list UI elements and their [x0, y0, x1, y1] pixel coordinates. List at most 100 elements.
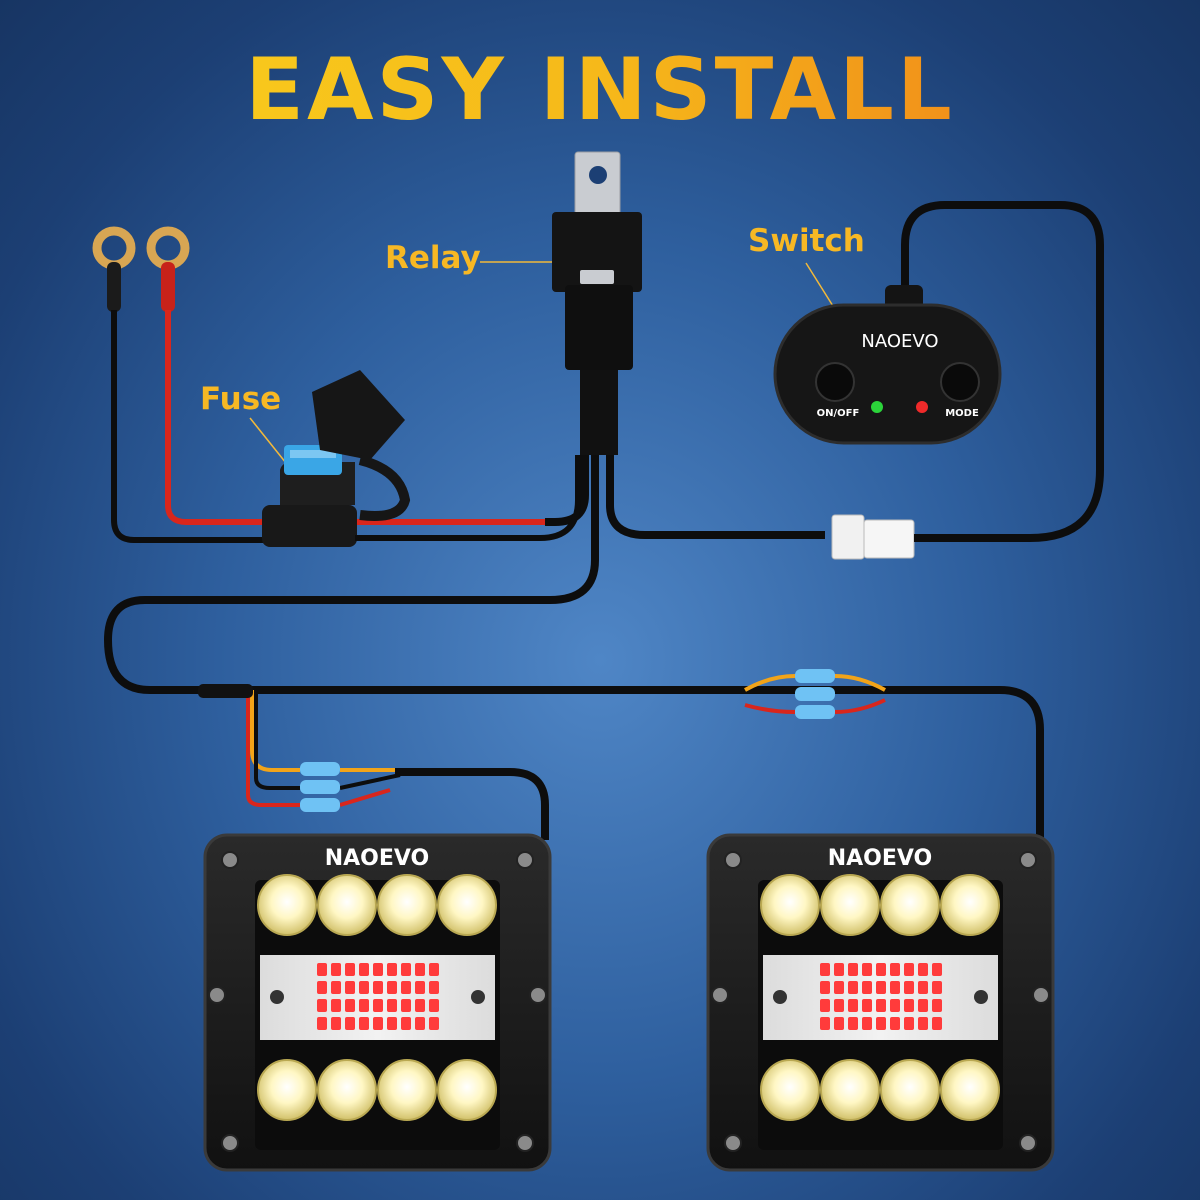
ground-wire	[355, 455, 581, 541]
white-led	[760, 874, 820, 936]
red-led	[918, 963, 928, 976]
red-led	[415, 1017, 425, 1030]
red-led	[387, 981, 397, 994]
white-led	[257, 874, 317, 936]
red-led	[820, 963, 830, 976]
red-led	[331, 1017, 341, 1030]
red-led	[834, 1017, 844, 1030]
red-led	[387, 1017, 397, 1030]
red-led	[876, 999, 886, 1012]
red-led	[848, 981, 858, 994]
white-led	[437, 874, 497, 936]
red-led	[820, 1017, 830, 1030]
red-led	[429, 999, 439, 1012]
left-splice-wires	[246, 690, 549, 840]
white-led	[880, 1059, 940, 1121]
switch-cable	[901, 201, 1104, 542]
red-led	[890, 981, 900, 994]
screw-icon	[724, 851, 742, 869]
red-led	[848, 963, 858, 976]
red-led	[359, 963, 369, 976]
switch-label: Switch	[748, 223, 865, 259]
right-splice-wires	[744, 674, 886, 714]
led-pod-light-icon: NAOEVO	[706, 833, 1055, 1172]
red-led	[373, 963, 383, 976]
red-led	[932, 981, 942, 994]
relay-label: Relay	[385, 240, 481, 276]
red-led	[876, 981, 886, 994]
white-led	[317, 1059, 377, 1121]
red-led	[834, 999, 844, 1012]
side-led	[471, 990, 485, 1004]
switch-brand: NAOEVO	[861, 331, 938, 352]
screw-icon	[516, 1134, 534, 1152]
red-led	[401, 999, 411, 1012]
red-led	[834, 963, 844, 976]
red-indicator-icon	[916, 401, 928, 413]
red-led	[401, 981, 411, 994]
red-led	[415, 963, 425, 976]
red-led	[345, 981, 355, 994]
red-led	[862, 963, 872, 976]
red-led	[317, 963, 327, 976]
red-led	[345, 999, 355, 1012]
red-led	[932, 1017, 942, 1030]
red-led	[876, 963, 886, 976]
screw-icon	[1019, 851, 1037, 869]
red-led	[904, 1017, 914, 1030]
red-led	[918, 981, 928, 994]
green-indicator-icon	[871, 401, 883, 413]
red-led	[401, 963, 411, 976]
red-led	[331, 981, 341, 994]
pod-brand: NAOEVO	[325, 846, 430, 871]
red-led	[415, 999, 425, 1012]
page-title: EASY INSTALL	[0, 40, 1200, 140]
red-led	[820, 999, 830, 1012]
white-led	[880, 874, 940, 936]
white-led	[377, 1059, 437, 1121]
red-led	[932, 999, 942, 1012]
red-led	[317, 999, 327, 1012]
red-led	[862, 1017, 872, 1030]
side-led	[773, 990, 787, 1004]
white-led	[760, 1059, 820, 1121]
red-led	[890, 963, 900, 976]
red-led	[932, 963, 942, 976]
red-led	[820, 981, 830, 994]
red-led	[373, 981, 383, 994]
battery-negative-wire	[111, 310, 270, 543]
red-led	[834, 981, 844, 994]
white-led	[940, 874, 1000, 936]
red-led	[429, 1017, 439, 1030]
screw-icon	[516, 851, 534, 869]
red-led	[415, 981, 425, 994]
red-led	[876, 1017, 886, 1030]
red-led	[848, 1017, 858, 1030]
red-led	[387, 999, 397, 1012]
harness-sleeve	[198, 684, 253, 698]
red-led	[429, 981, 439, 994]
screw-icon	[529, 986, 547, 1004]
red-led	[890, 999, 900, 1012]
red-led	[373, 999, 383, 1012]
red-led	[359, 1017, 369, 1030]
white-led	[940, 1059, 1000, 1121]
screw-icon	[711, 986, 729, 1004]
right-butt-connectors	[795, 669, 835, 719]
screw-icon	[1032, 986, 1050, 1004]
switch-harness-wire	[606, 455, 825, 539]
red-led	[848, 999, 858, 1012]
screw-icon	[221, 851, 239, 869]
white-led	[377, 874, 437, 936]
red-led	[904, 981, 914, 994]
white-led	[820, 874, 880, 936]
red-led	[331, 999, 341, 1012]
red-led	[918, 999, 928, 1012]
red-led	[345, 1017, 355, 1030]
side-led	[974, 990, 988, 1004]
on-off-button	[815, 362, 855, 402]
red-led	[862, 999, 872, 1012]
white-led	[257, 1059, 317, 1121]
red-led	[904, 963, 914, 976]
